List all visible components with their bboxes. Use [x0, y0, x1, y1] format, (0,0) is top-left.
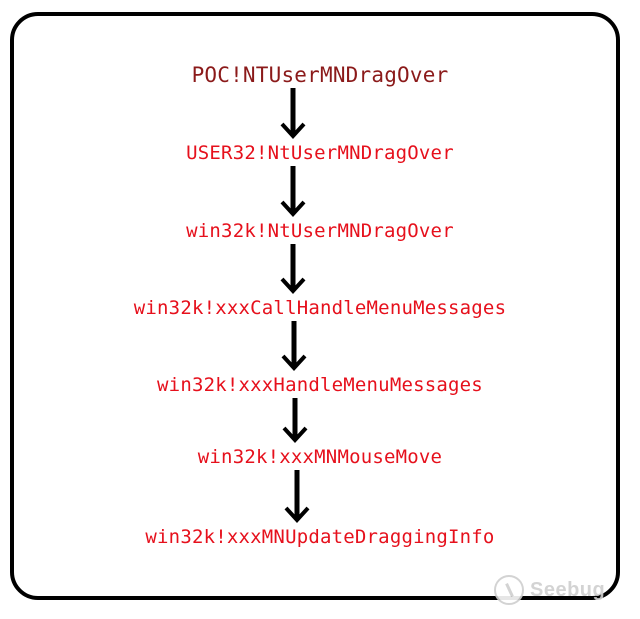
arrow-head: [280, 122, 306, 139]
watermark-text: Seebug: [530, 578, 606, 601]
arrow-head: [284, 506, 310, 523]
arrow-4-to-5: [282, 398, 308, 443]
seebug-logo-icon: [494, 575, 524, 605]
arrow-0-to-1: [280, 88, 306, 139]
node-win32k-xxxcallhandlemenumessages: win32k!xxxCallHandleMenuMessages: [133, 297, 507, 319]
diagram-frame: [10, 12, 620, 600]
node-win32k-xxxmnupdatedragginginfo: win32k!xxxMNUpdateDraggingInfo: [145, 526, 495, 548]
node-win32k-xxxhandlemenumessages: win32k!xxxHandleMenuMessages: [157, 374, 483, 396]
seebug-watermark: Seebug: [494, 573, 605, 607]
arrow-1-to-2: [280, 166, 306, 217]
arrow-5-to-6: [284, 470, 310, 523]
arrow-head: [282, 426, 308, 443]
node-poc-ntusermndragover: POC!NTUserMNDragOver: [191, 63, 449, 87]
arrow-head: [280, 200, 306, 217]
arrow-3-to-4: [281, 321, 307, 371]
node-win32k-xxxmnmousemove: win32k!xxxMNMouseMove: [197, 446, 443, 468]
node-user32-ntusermndragover: USER32!NtUserMNDragOver: [186, 142, 454, 164]
node-win32k-ntusermndragover: win32k!NtUserMNDragOver: [186, 220, 454, 242]
arrow-head: [281, 354, 307, 371]
arrow-head: [280, 277, 306, 294]
arrow-2-to-3: [280, 244, 306, 294]
